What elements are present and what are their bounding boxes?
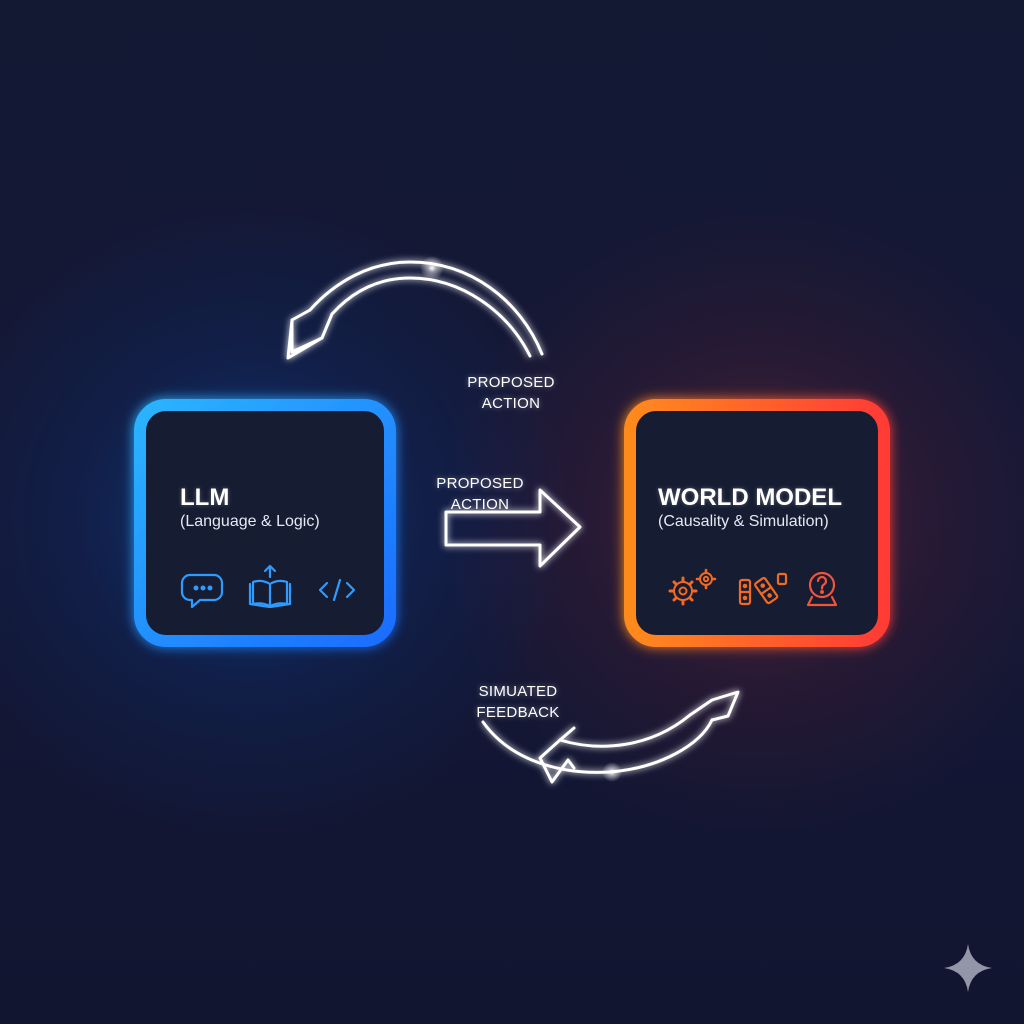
middle-arrow-label-line2: ACTION — [450, 496, 510, 513]
llm-subtitle: (Language & Logic) — [180, 513, 320, 530]
world-model-title: WORLD MODEL — [658, 484, 842, 511]
sparkle-icon — [944, 944, 992, 992]
top-arrow-label-line1: PROPOSED — [467, 374, 555, 391]
llm-chip — [114, 379, 416, 668]
chat-bubble-icon — [180, 573, 224, 609]
proposed-action-arrow — [444, 488, 582, 568]
top-arrow-label-line2: ACTION — [481, 395, 541, 412]
glint — [420, 256, 444, 280]
top-arrow-label: PROPOSED ACTION — [456, 372, 566, 414]
crystal-ball-question-icon — [806, 571, 838, 607]
world-model-subtitle: (Causality & Simulation) — [658, 513, 829, 530]
llm-title: LLM — [180, 484, 230, 511]
dominoes-icon — [738, 572, 788, 606]
glint — [602, 762, 622, 782]
gears-icon — [668, 568, 717, 606]
middle-arrow-label: PROPOSED ACTION — [425, 473, 535, 515]
bottom-arrow-label-line2: FEEDBACK — [476, 704, 560, 721]
book-upload-icon — [248, 564, 292, 609]
middle-arrow-label-line1: PROPOSED — [436, 475, 524, 492]
bottom-arrow-label-line1: SIMUATED — [478, 683, 558, 700]
bottom-arrow-label: SIMUATED FEEDBACK — [463, 681, 573, 723]
code-brackets-icon — [318, 578, 356, 602]
top-feedback-arrow — [286, 260, 544, 360]
